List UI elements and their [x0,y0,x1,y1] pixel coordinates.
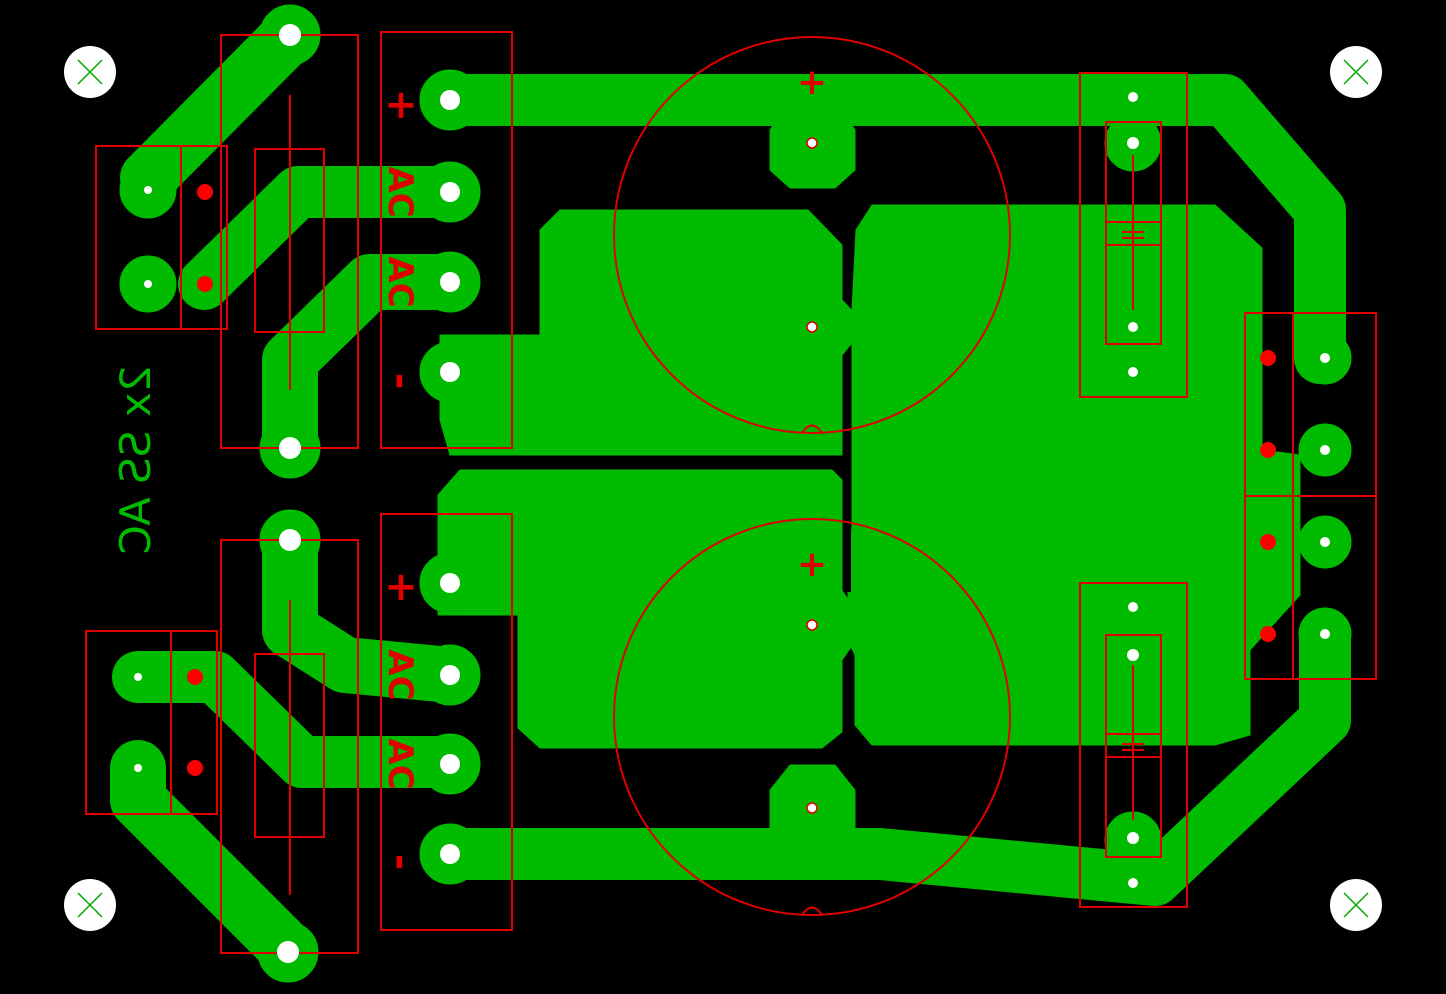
red-pads [187,184,1276,776]
circle-with-cross-icon [1330,879,1382,931]
outline-top-connector [380,31,513,449]
outline-bot-connector [380,513,513,931]
trace-top-bridge-upper [120,7,318,206]
cap-bot-plus-mark: + [797,544,827,585]
gap-vertical [843,360,851,592]
label-top-plus: + [384,82,418,128]
outline-top-part-b [254,148,325,333]
outline-right-cap-bottom [1079,582,1188,908]
outline-top-part-a [95,145,228,330]
trace-bot-bridge-mid [112,651,476,788]
board-text: 2x SS AC [111,366,160,555]
trace-bot-minus [424,609,1351,906]
outline-cap-top [613,36,1011,434]
circle-with-cross-icon [1330,46,1382,98]
cap-notches [801,424,823,916]
pour-top-left [439,209,857,456]
trace-top-bridge-lower [262,254,478,476]
trace-top-plus [424,74,1346,384]
drill-holes [134,24,1330,963]
outline-right-cap-top [1079,72,1188,398]
label-top-ac2: AC [380,256,420,307]
outline-bot-part-b [254,653,325,838]
outline-cap-bottom [613,518,1011,916]
trace-bot-bridge-upper [262,512,478,703]
label-top-ac1: AC [380,166,420,217]
cap-top-plus-mark: + [797,62,827,103]
label-bot-minus: - [378,854,424,871]
outline-bot-part-a [85,630,218,815]
trace-top-bridge-mid [178,166,476,310]
circle-with-cross-icon [64,46,116,98]
outline-layer [85,31,1377,954]
label-bot-ac1: AC [380,649,420,700]
label-bot-ac2: AC [380,738,420,789]
circle-with-cross-icon [64,879,116,931]
label-top-minus: - [378,373,424,390]
mount-holes [64,46,1382,931]
copper-layer [110,4,1352,983]
isolation-gaps [843,360,851,592]
label-bot-plus: + [384,564,418,610]
trace-bot-bridge-lower [110,740,316,978]
pour-right [847,204,1301,746]
